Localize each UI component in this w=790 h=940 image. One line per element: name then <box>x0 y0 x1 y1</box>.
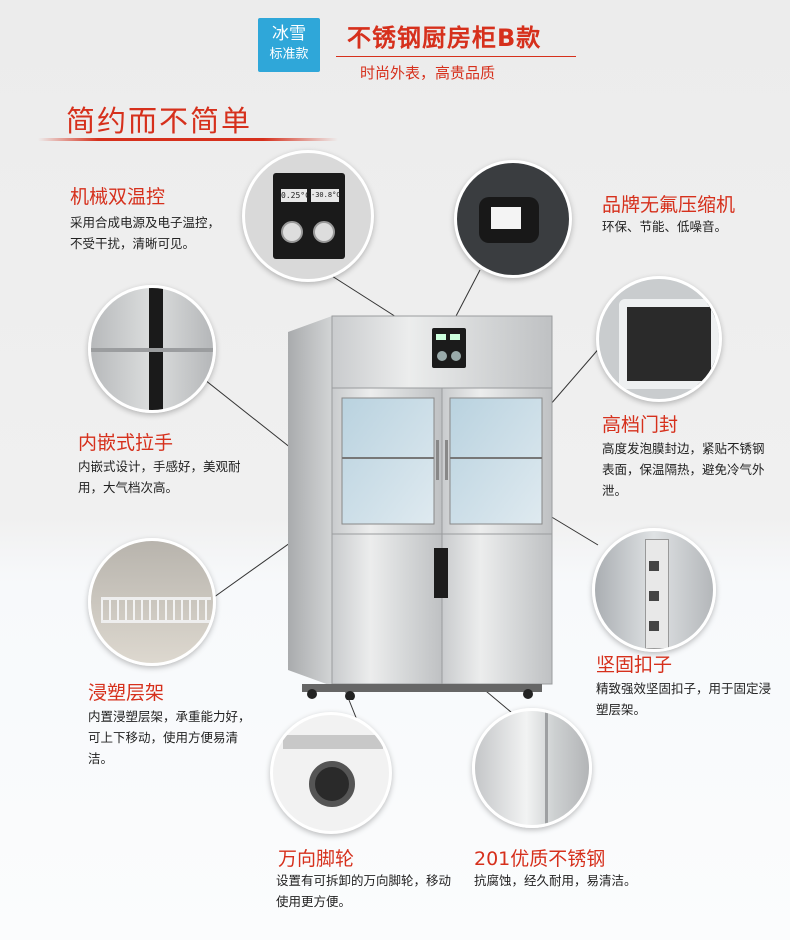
brand-line2: 标准款 <box>269 47 309 62</box>
feature-desc-thermostat: 采用合成电源及电子温控，不受干扰，清晰可见。 <box>70 215 221 251</box>
product-subtitle: 时尚外表，高贵品质 <box>360 64 496 82</box>
product-title: 不锈钢厨房柜B款 <box>347 24 542 52</box>
feature-desc-door-seal: 高度发泡膜封边，紧贴不锈钢表面，保温隔热，避免冷气外泄。 <box>602 441 765 498</box>
feature-title-compressor: 品牌无氟压缩机 <box>602 194 736 216</box>
headline: 简约而不简单 <box>66 104 253 138</box>
feature-title-clip: 坚固扣子 <box>596 654 673 676</box>
feature-desc-shelf: 内置浸塑层架，承重能力好，可上下移动，使用方便易清洁。 <box>88 709 251 766</box>
shelf-closeup <box>88 538 216 666</box>
feature-title-door-seal: 高档门封 <box>602 414 679 436</box>
left-thermostat-knob <box>281 221 303 243</box>
compressor-closeup <box>454 160 572 278</box>
feature-desc-clip: 精致强效坚固扣子，用于固定浸塑层架。 <box>596 681 772 717</box>
left-temp-display: 0.25°C <box>281 189 310 202</box>
caster-closeup <box>270 712 392 834</box>
right-temp-display: -30.8°C <box>311 189 341 202</box>
title-divider <box>336 56 576 57</box>
feature-title-shelf: 浸塑层架 <box>88 682 165 704</box>
feature-desc-steel: 抗腐蚀，经久耐用，易清洁。 <box>474 873 637 888</box>
controller-closeup: 0.25°C -30.8°C <box>242 150 374 282</box>
feature-title-steel: 201优质不锈钢 <box>474 848 606 870</box>
refrigerator-illustration <box>288 310 556 701</box>
headline-underline <box>38 138 338 141</box>
door-seal-closeup <box>596 276 722 402</box>
feature-desc-compressor: 环保、节能、低噪音。 <box>602 219 728 234</box>
handle-closeup <box>88 285 216 413</box>
clip-closeup <box>592 528 716 652</box>
feature-title-thermostat: 机械双温控 <box>70 186 166 208</box>
right-thermostat-knob <box>313 221 335 243</box>
stainless-steel-closeup <box>472 708 592 828</box>
feature-desc-caster: 设置有可拆卸的万向脚轮，移动使用更方便。 <box>276 873 452 909</box>
brand-line1: 冰雪 <box>272 24 306 44</box>
feature-title-handle: 内嵌式拉手 <box>78 432 174 454</box>
brand-badge: 冰雪 标准款 <box>258 18 320 72</box>
feature-title-caster: 万向脚轮 <box>278 848 355 870</box>
feature-desc-handle: 内嵌式设计，手感好，美观耐用，大气档次高。 <box>78 459 241 495</box>
